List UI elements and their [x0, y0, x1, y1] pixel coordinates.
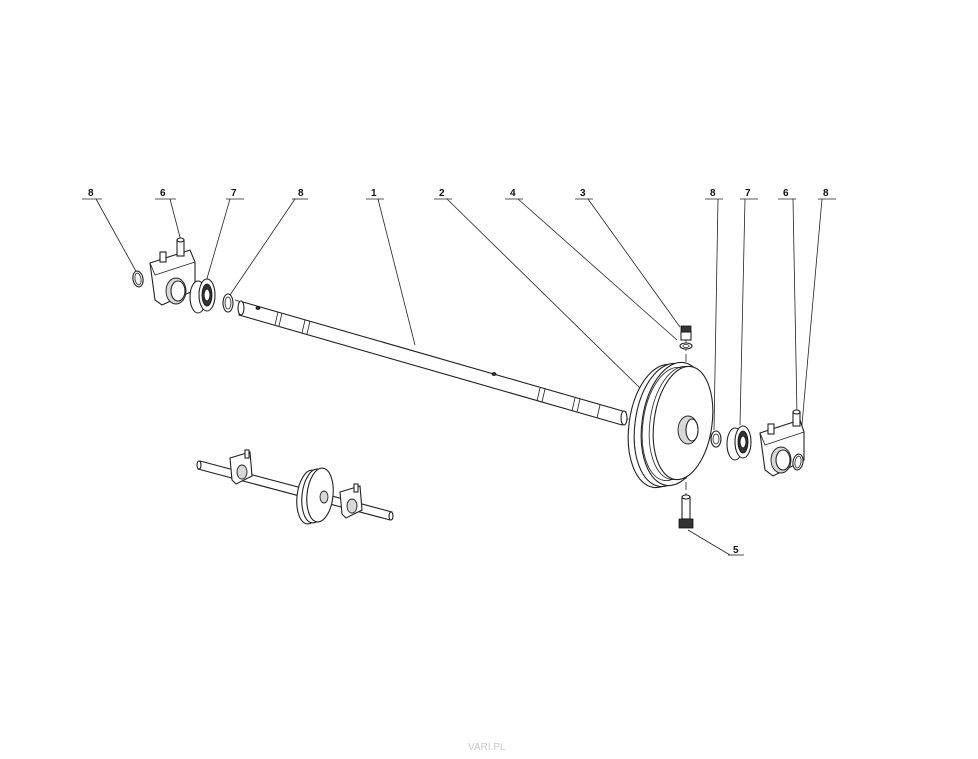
callout-pulley-nut: 4: [505, 188, 678, 341]
pulley-part: [627, 361, 714, 489]
right-outer-ring-part: [792, 453, 804, 471]
callout-pulley: 2: [434, 188, 641, 389]
callout-left-ring-outer: 8: [82, 188, 138, 274]
right-inner-ring-part: [710, 430, 722, 448]
svg-text:2: 2: [439, 188, 445, 199]
svg-text:1: 1: [371, 188, 377, 199]
svg-text:6: 6: [160, 188, 166, 199]
left-inner-ring-part: [222, 293, 234, 313]
svg-text:3: 3: [580, 188, 586, 199]
left-outer-ring-part: [132, 270, 144, 288]
callout-left-bearing: 7: [205, 188, 244, 283]
svg-text:8: 8: [298, 188, 304, 199]
callout-bottom-bolt: 5: [687, 529, 744, 556]
right-bearing-part: [726, 425, 752, 461]
callout-left-ring-inner: 8: [229, 188, 308, 296]
svg-text:7: 7: [231, 188, 237, 199]
callout-right-ring-inner: 8: [705, 188, 723, 431]
svg-text:8: 8: [823, 188, 829, 199]
svg-text:6: 6: [783, 188, 789, 199]
assembled-preview: [196, 449, 394, 525]
svg-text:8: 8: [88, 188, 94, 199]
shaft-part: [237, 300, 628, 426]
callout-right-bearing: 7: [739, 188, 758, 426]
callout-left-bracket: 6: [155, 188, 182, 242]
callout-shaft: 1: [366, 188, 416, 346]
callout-right-bracket: 6: [778, 188, 798, 416]
left-bracket-part: [149, 237, 196, 306]
pulley-nut-part: [679, 342, 693, 350]
svg-text:5: 5: [733, 545, 739, 556]
callout-pulley-screw: 3: [575, 188, 681, 328]
callout-right-ring-outer: 8: [798, 188, 836, 459]
left-bearing-part: [189, 278, 216, 314]
svg-text:7: 7: [745, 188, 751, 199]
svg-text:8: 8: [710, 188, 716, 199]
pulley-screw-part: [680, 325, 692, 341]
watermark: VARI.PL: [468, 742, 506, 753]
svg-text:4: 4: [510, 188, 516, 199]
bottom-bolt-part: [678, 494, 694, 529]
